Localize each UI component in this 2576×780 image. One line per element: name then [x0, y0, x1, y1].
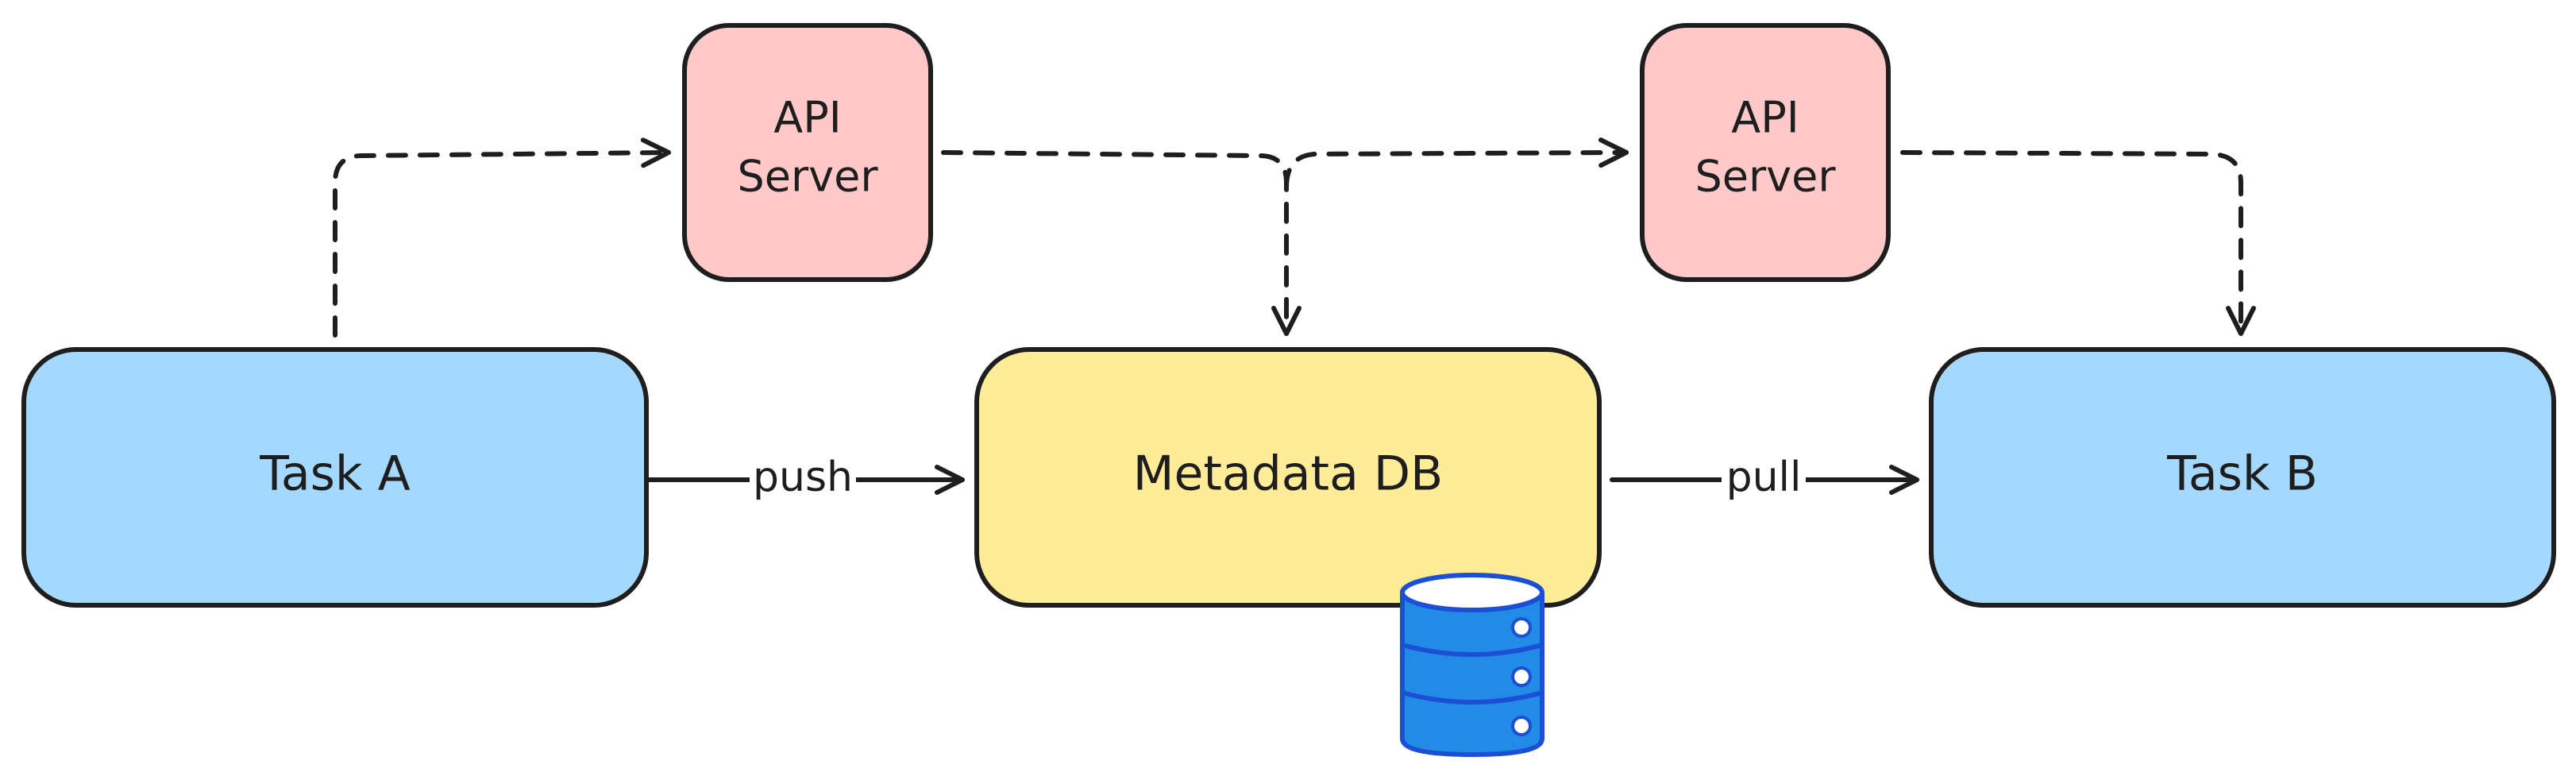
api-server-2-label-line1: API	[1731, 93, 1799, 143]
task-a-to-api-server-1-connector	[333, 137, 671, 338]
task-b-node[interactable]: Task B	[1929, 347, 2556, 608]
api-server-1-label-line2: Server	[737, 152, 878, 202]
api-server-2-node[interactable]: API Server	[1640, 23, 1891, 282]
api-server-1-node[interactable]: API Server	[682, 23, 933, 282]
api-server-2-label-line2: Server	[1695, 152, 1836, 202]
api-server-1-box	[682, 23, 933, 282]
api-server-1-label-line1: API	[773, 93, 841, 143]
api-server-2-box	[1640, 23, 1891, 282]
metadata-db-node[interactable]: Metadata DB	[974, 347, 1602, 608]
task-a-box	[21, 347, 649, 608]
push-label-bg	[750, 453, 856, 504]
api-server-1-to-metadata-db-connector	[941, 150, 1301, 336]
api-server-2-to-task-b-connector	[1900, 150, 2256, 336]
database-icon	[1400, 573, 1544, 757]
task-a-label: Task A	[259, 446, 411, 502]
metadata-db-box	[974, 347, 1602, 608]
task-b-box	[1929, 347, 2556, 608]
metadata-db-label: Metadata DB	[1133, 446, 1444, 502]
task-b-label: Task B	[2166, 446, 2318, 502]
pull-label: pull	[1726, 454, 1802, 501]
push-label: push	[753, 454, 853, 501]
pull-label-bg	[1722, 453, 1806, 504]
metadata-db-to-api-server-2-connector	[1284, 137, 1629, 190]
task-a-node[interactable]: Task A	[21, 347, 649, 608]
